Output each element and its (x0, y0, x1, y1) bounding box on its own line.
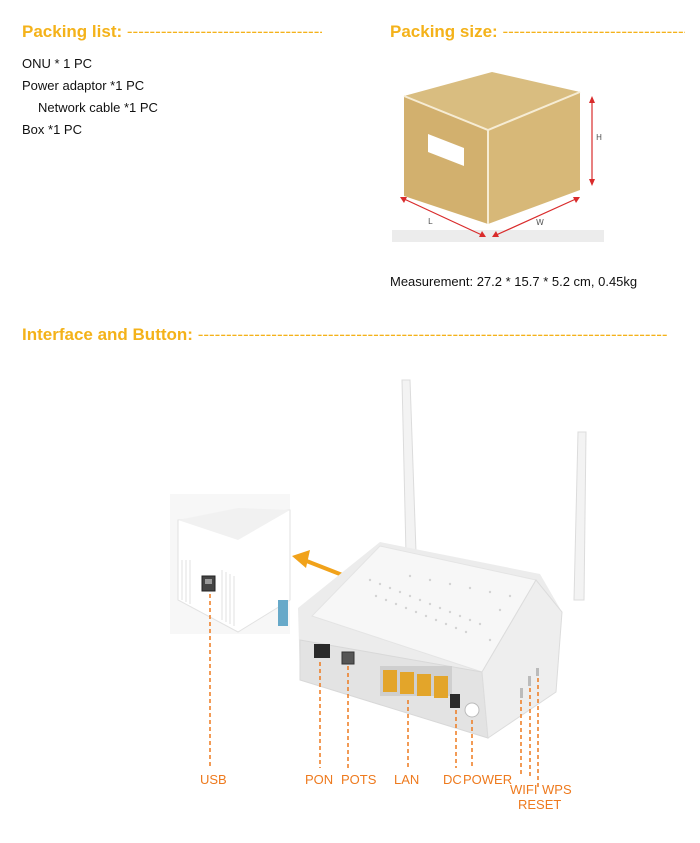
packing-list-divider: ------------------------------------ (126, 22, 322, 41)
height-label: H (596, 133, 602, 142)
pon-port (314, 644, 330, 658)
box-handle-hole (428, 134, 464, 166)
right-antenna-icon (573, 431, 587, 601)
packing-list-heading: Packing list: --------------------------… (22, 22, 322, 42)
dc-label: DC (443, 772, 462, 787)
wps-label: WPS (542, 782, 572, 797)
width-arrow-right (573, 197, 580, 203)
box-left-face (404, 96, 488, 224)
wps-button (528, 676, 531, 686)
wifi-button (520, 688, 523, 698)
wifi-label: WIFI (510, 782, 538, 797)
port-leader-lines (209, 594, 539, 790)
reset-label: RESET (518, 797, 562, 812)
packing-item-onu: ONU * 1 PC (22, 56, 93, 71)
width-arrow-left (492, 231, 499, 237)
usb-closeup-inset (170, 494, 291, 634)
interface-heading: Interface and Button: ------------------… (22, 325, 667, 345)
length-arrow-left (400, 197, 407, 203)
lan-label: LAN (394, 772, 420, 787)
height-arrow-bottom (589, 179, 595, 186)
width-label: W (536, 218, 544, 227)
dc-port (450, 694, 460, 708)
packing-list-title: Packing list: (22, 22, 123, 41)
box-right-face (488, 92, 580, 224)
router-illustration (170, 379, 587, 790)
interface-divider: ----------------------------------------… (197, 325, 667, 344)
lan-ports (380, 666, 452, 698)
router-body (298, 542, 563, 739)
box-illustration: H L W (392, 72, 604, 242)
packing-size-heading: Packing size: --------------------------… (390, 22, 685, 42)
pots-port (341, 651, 355, 665)
packing-size-divider: ------------------------------------- (502, 22, 685, 41)
left-antenna-icon (401, 379, 417, 555)
interface-title: Interface and Button: (22, 325, 193, 344)
measurement-text: Measurement: 27.2 * 15.7 * 5.2 cm, 0.45k… (390, 274, 638, 289)
pon-label: PON (305, 772, 334, 787)
length-dimension-line (401, 197, 485, 237)
packing-item-box: Box *1 PC (22, 122, 82, 137)
power-button (464, 702, 480, 718)
packing-item-network-cable: Network cable *1 PC (38, 100, 158, 115)
power-label: POWER (463, 772, 513, 787)
height-arrow-top (589, 96, 595, 103)
packing-item-power-adaptor: Power adaptor *1 PC (22, 78, 145, 93)
packing-size-title: Packing size: (390, 22, 498, 41)
pots-label: POTS (341, 772, 377, 787)
usb-label: USB (200, 772, 227, 787)
length-label: L (428, 217, 433, 226)
width-dimension-line (493, 197, 579, 237)
box-top-face (404, 72, 580, 130)
reset-button (536, 668, 539, 676)
length-arrow-right (479, 231, 486, 237)
